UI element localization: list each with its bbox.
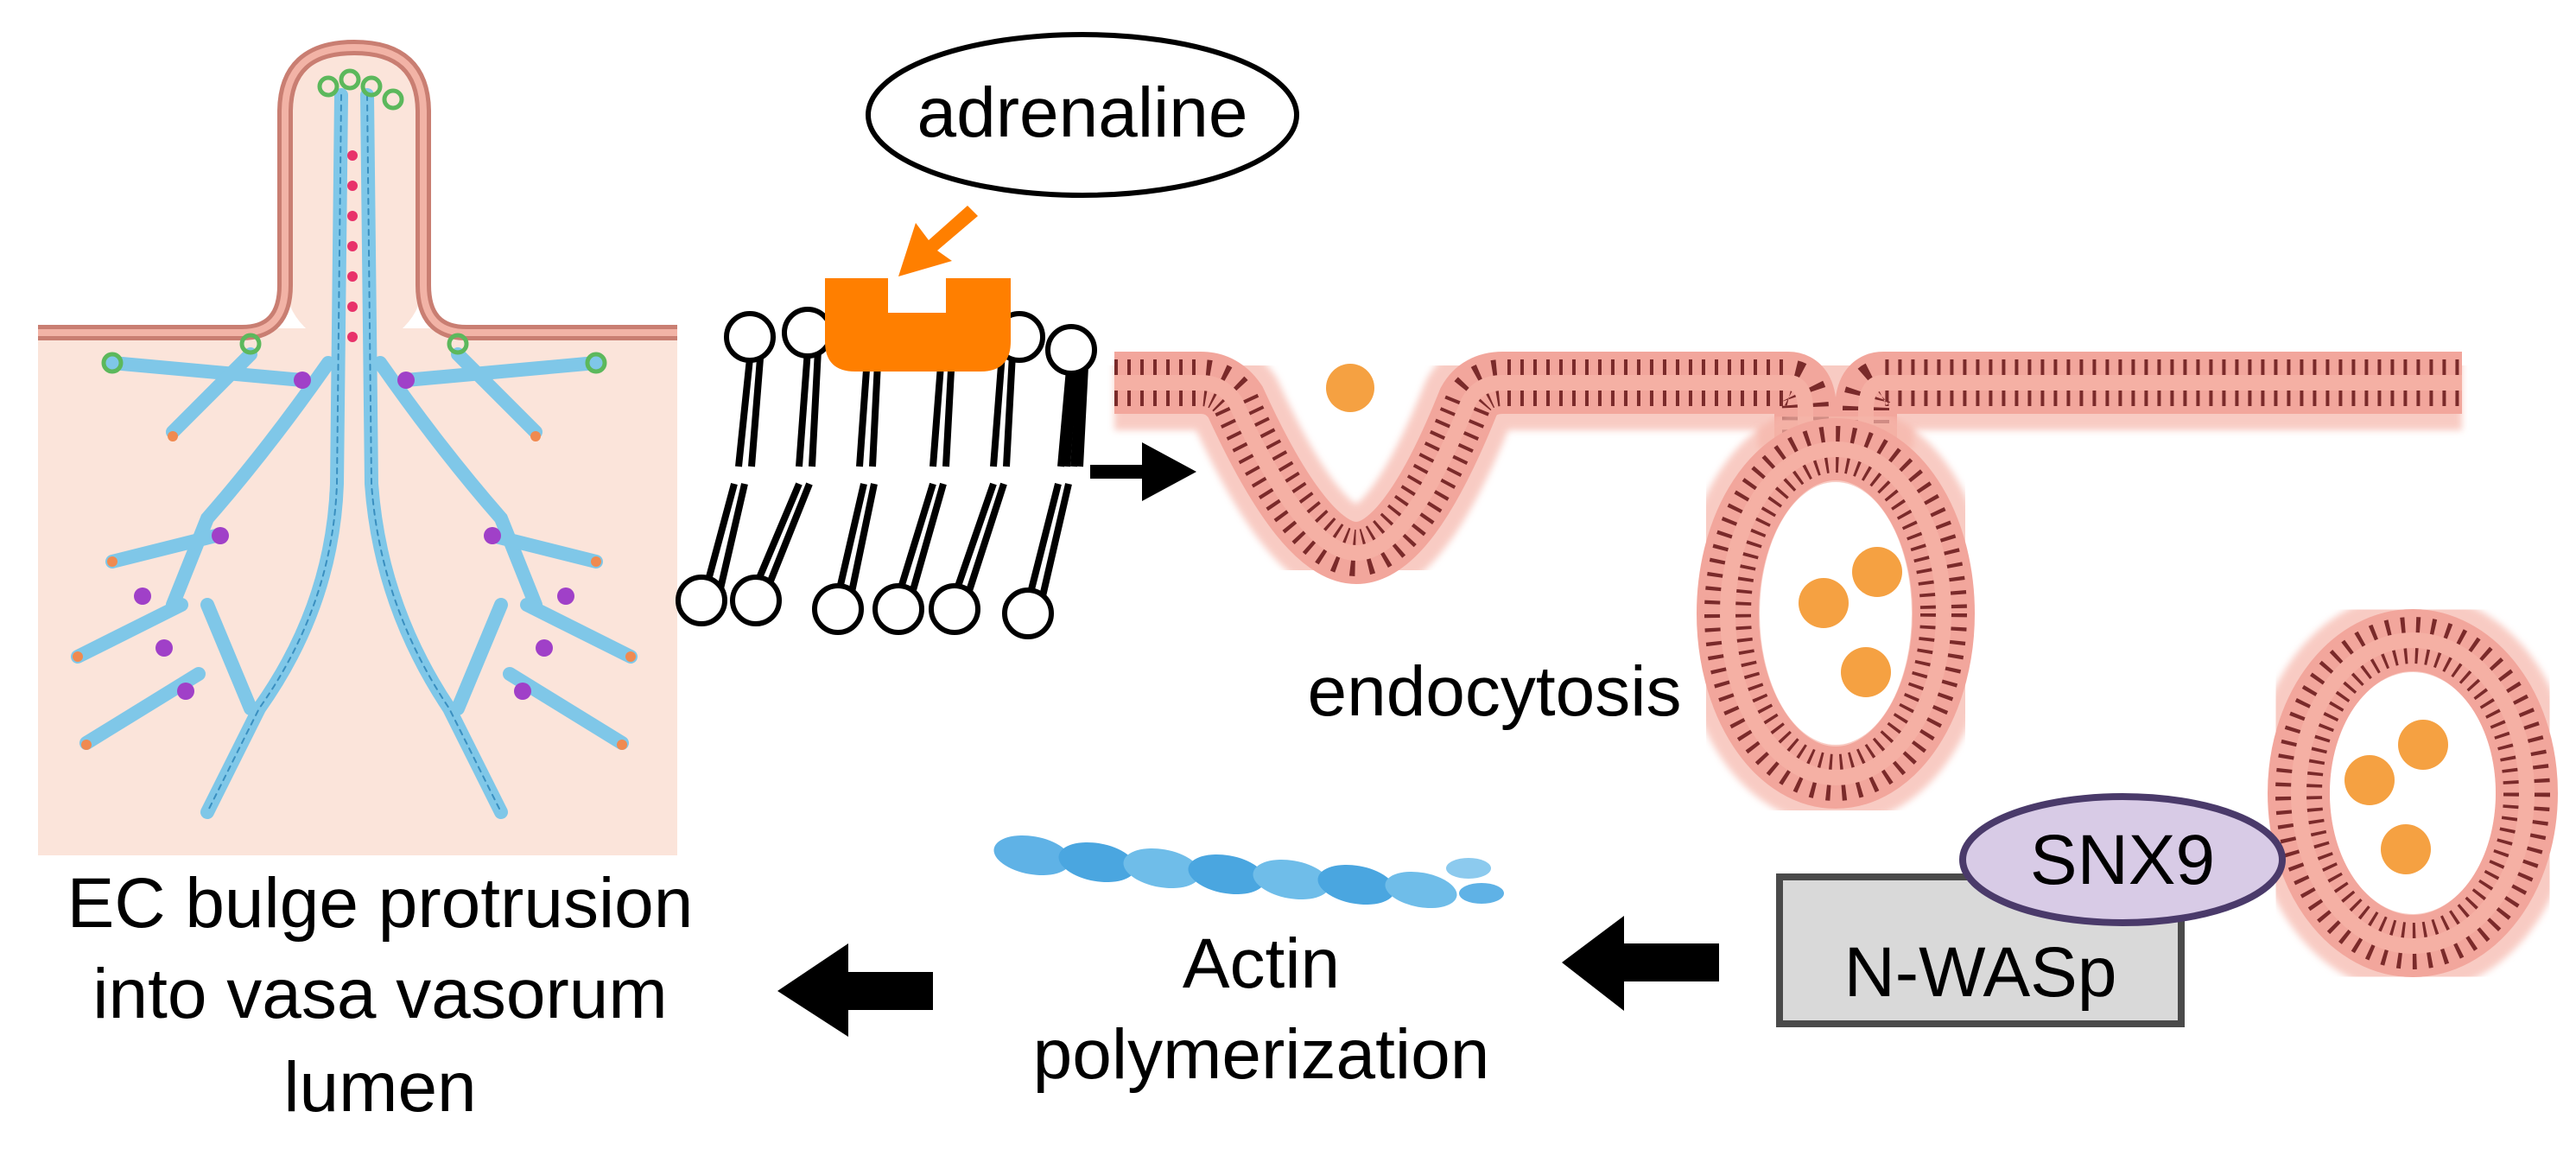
actin-filament: [993, 835, 1504, 909]
adrenaline-label: adrenaline: [917, 73, 1248, 152]
arrow-nwasp-to-actin: [1562, 916, 1719, 1011]
actin-label-line1: Actin: [1182, 924, 1341, 1003]
ec-label-line3: lumen: [283, 1048, 477, 1127]
cargo-particles: [1326, 364, 2448, 874]
adrenergic-receptor: [825, 278, 1011, 372]
lipid-heads: [676, 307, 1097, 639]
snx9-ellipse: [1959, 793, 2286, 926]
adrenaline-ellipse: [866, 32, 1299, 198]
actin-filament-bundle: [71, 88, 638, 819]
filament-tips: [101, 68, 607, 374]
actin-label-line2: polymerization: [1032, 1015, 1490, 1094]
branch-points: [134, 372, 574, 700]
arrow-actin-to-ec: [777, 943, 933, 1037]
barbed-ends: [73, 431, 636, 750]
crosslink-markers: [347, 150, 358, 342]
endocytosis-label: endocytosis: [1307, 652, 1682, 731]
adrenaline-binding-arrow: [898, 206, 978, 276]
arrow-to-membrane: [1090, 442, 1196, 501]
ec-bulge-panel: [38, 39, 677, 855]
bulge-cytoplasm: [285, 52, 423, 346]
released-vesicle: [2251, 593, 2574, 994]
cell-cytoplasm: [38, 328, 677, 855]
lipid-bilayer: [701, 345, 1089, 598]
nwasp-label: N-WASp: [1843, 933, 2117, 1012]
ec-label-line1: EC bulge protrusion: [67, 864, 694, 943]
ec-label-line2: into vasa vasorum: [92, 955, 668, 1033]
snx9-label: SNX9: [2029, 821, 2216, 899]
